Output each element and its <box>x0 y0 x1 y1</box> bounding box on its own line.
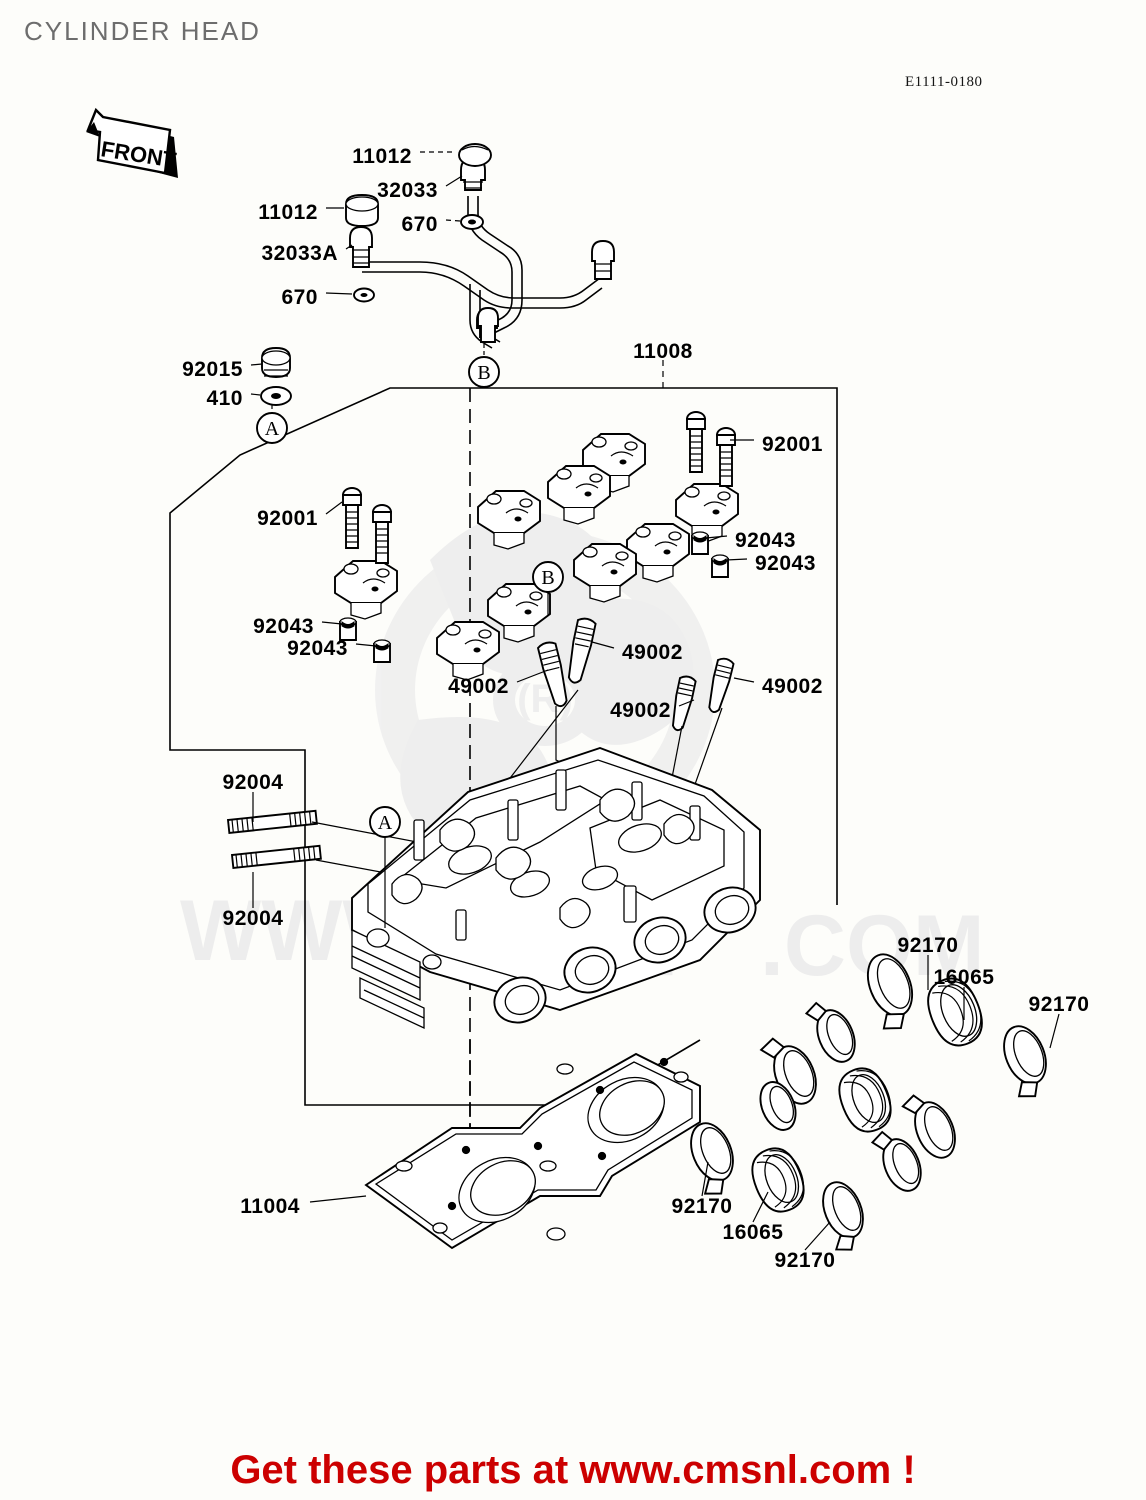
svg-text:A: A <box>265 418 280 440</box>
assembly-boundary-11008 <box>169 387 838 1160</box>
cylinder-head-body <box>351 746 761 1160</box>
callout-32033a: 32033A <box>261 242 338 265</box>
callout-92001-left: 92001 <box>257 507 318 530</box>
callout-410: 410 <box>206 387 243 410</box>
callout-92043-r1: 92043 <box>735 529 796 552</box>
pins-92043-group <box>339 531 729 663</box>
callout-92004-bottom: 92004 <box>223 907 284 930</box>
callout-11004: 11004 <box>240 1195 300 1218</box>
callout-49002-a: 49002 <box>622 641 683 664</box>
callout-49002-d: 49002 <box>610 699 671 722</box>
svg-text:B: B <box>477 362 490 384</box>
callout-49002-c: 49002 <box>762 675 823 698</box>
callout-32033: 32033 <box>377 179 438 202</box>
callout-11012-top: 11012 <box>352 145 412 168</box>
callout-16065-a: 16065 <box>934 966 995 989</box>
callout-92043-l2: 92043 <box>287 637 348 660</box>
callout-92170-d: 92170 <box>775 1249 836 1272</box>
callout-92043-r2: 92043 <box>755 552 816 575</box>
promo-banner: Get these parts at www.cmsnl.com ! <box>230 1448 916 1492</box>
camshaft-caps-group <box>334 433 739 681</box>
marker-a-head: A <box>369 806 401 928</box>
callout-670-lower: 670 <box>281 286 318 309</box>
page-title: CYLINDER HEAD <box>24 16 261 46</box>
callout-92043-l1: 92043 <box>253 615 314 638</box>
marker-b-top: B <box>468 344 500 388</box>
callout-92015: 92015 <box>182 358 243 381</box>
callout-92170-b: 92170 <box>1029 993 1090 1016</box>
callout-92001-right: 92001 <box>762 433 823 456</box>
leader-lines <box>250 151 1060 1251</box>
head-gasket-11004 <box>364 1052 701 1250</box>
reference-markers: A B B A <box>256 344 564 928</box>
callout-16065-b: 16065 <box>723 1221 784 1244</box>
carb-holders-and-clamps-group <box>690 953 1047 1251</box>
callout-670-upper: 670 <box>401 213 438 236</box>
callout-11008: 11008 <box>633 340 693 363</box>
svg-text:A: A <box>378 812 393 834</box>
callout-92004-top: 92004 <box>223 771 284 794</box>
valve-guides-49002-group <box>469 617 735 841</box>
callout-labels: 11012 32033 11012 670 32033A 670 92015 4… <box>182 145 1089 1272</box>
bolts-92001-group <box>342 411 736 564</box>
callout-49002-b: 49002 <box>448 675 509 698</box>
marker-b-mid: B <box>532 561 564 615</box>
callout-92170-c: 92170 <box>672 1195 733 1218</box>
front-direction-badge: FRONT <box>86 107 179 178</box>
marker-a-top: A <box>256 405 288 444</box>
small-parts-group <box>260 143 492 406</box>
callout-92170-a: 92170 <box>898 934 959 957</box>
callout-11012-left: 11012 <box>258 201 318 224</box>
diagram-code: E1111-0180 <box>905 74 983 90</box>
svg-text:B: B <box>541 567 554 589</box>
